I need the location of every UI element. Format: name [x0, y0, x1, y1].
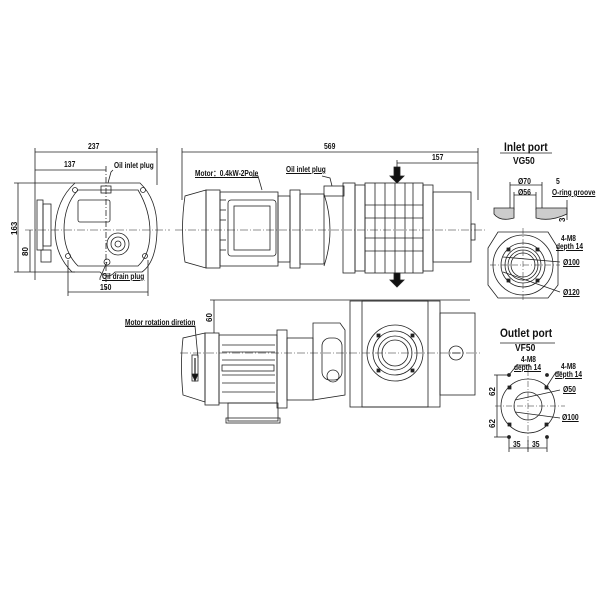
dim-offset-60: 60: [205, 313, 214, 322]
label-outlet-bolt-depth-a: depth 14: [514, 363, 541, 372]
dim-outlet-bore: Ø50: [563, 385, 576, 394]
dim-outlet-horizontal-left: 35: [513, 440, 521, 449]
dim-overall-width: 237: [88, 142, 100, 151]
label-oil-inlet-plug-front: Oil inlet plug: [286, 165, 326, 174]
dim-foot-width: 150: [100, 283, 112, 292]
label-outlet-bolts-b: 4-M8: [561, 362, 576, 371]
dim-height: 163: [10, 221, 19, 235]
dim-port-offset: 157: [432, 153, 444, 162]
label-motor-spec: Motor：0.4kW-2Pole: [195, 169, 259, 178]
dim-overall-length: 569: [324, 142, 336, 151]
outlet-port-drawing: [494, 342, 565, 452]
dim-inlet-offset: 137: [64, 160, 76, 169]
label-outlet-bolts-a: 4-M8: [521, 355, 536, 364]
label-outlet-bolt-depth-b: depth 14: [555, 370, 582, 379]
inlet-port-drawing: [487, 152, 568, 302]
inlet-port-title: Inlet port: [504, 140, 548, 154]
label-inlet-bolt-depth: depth 14: [556, 242, 583, 251]
front-view: [175, 148, 485, 288]
dim-outlet-vertical-upper: 62: [488, 387, 497, 396]
dim-inlet-outer-diameter: Ø70: [518, 177, 531, 186]
inlet-port-standard: VG50: [513, 156, 535, 167]
dim-inlet-inner-diameter: Ø56: [518, 188, 531, 197]
dim-center-height: 80: [21, 247, 30, 256]
side-view: [14, 148, 170, 296]
label-oil-inlet-plug-side: Oil inlet plug: [114, 161, 154, 170]
outlet-port-title: Outlet port: [500, 326, 553, 340]
label-inlet-bolts: 4-M8: [561, 234, 576, 243]
dim-inlet-flange-diameter: Ø120: [563, 288, 580, 297]
label-oil-drain-plug: Oil drain plug: [102, 272, 145, 281]
dim-outlet-bolt-circle: Ø100: [562, 413, 579, 422]
dim-groove-depth: 3: [558, 217, 567, 222]
dim-outlet-horizontal-right: 35: [532, 440, 540, 449]
dim-groove-width: 5: [556, 177, 560, 186]
dim-outlet-vertical-lower: 62: [488, 419, 497, 428]
top-view: [125, 299, 480, 424]
dim-inlet-bolt-circle: Ø100: [563, 258, 580, 267]
outlet-port-standard: VF50: [515, 343, 536, 354]
label-o-ring-groove: O-ring groove: [552, 188, 596, 197]
label-motor-rotation: Motor rotation diretion: [125, 318, 196, 327]
